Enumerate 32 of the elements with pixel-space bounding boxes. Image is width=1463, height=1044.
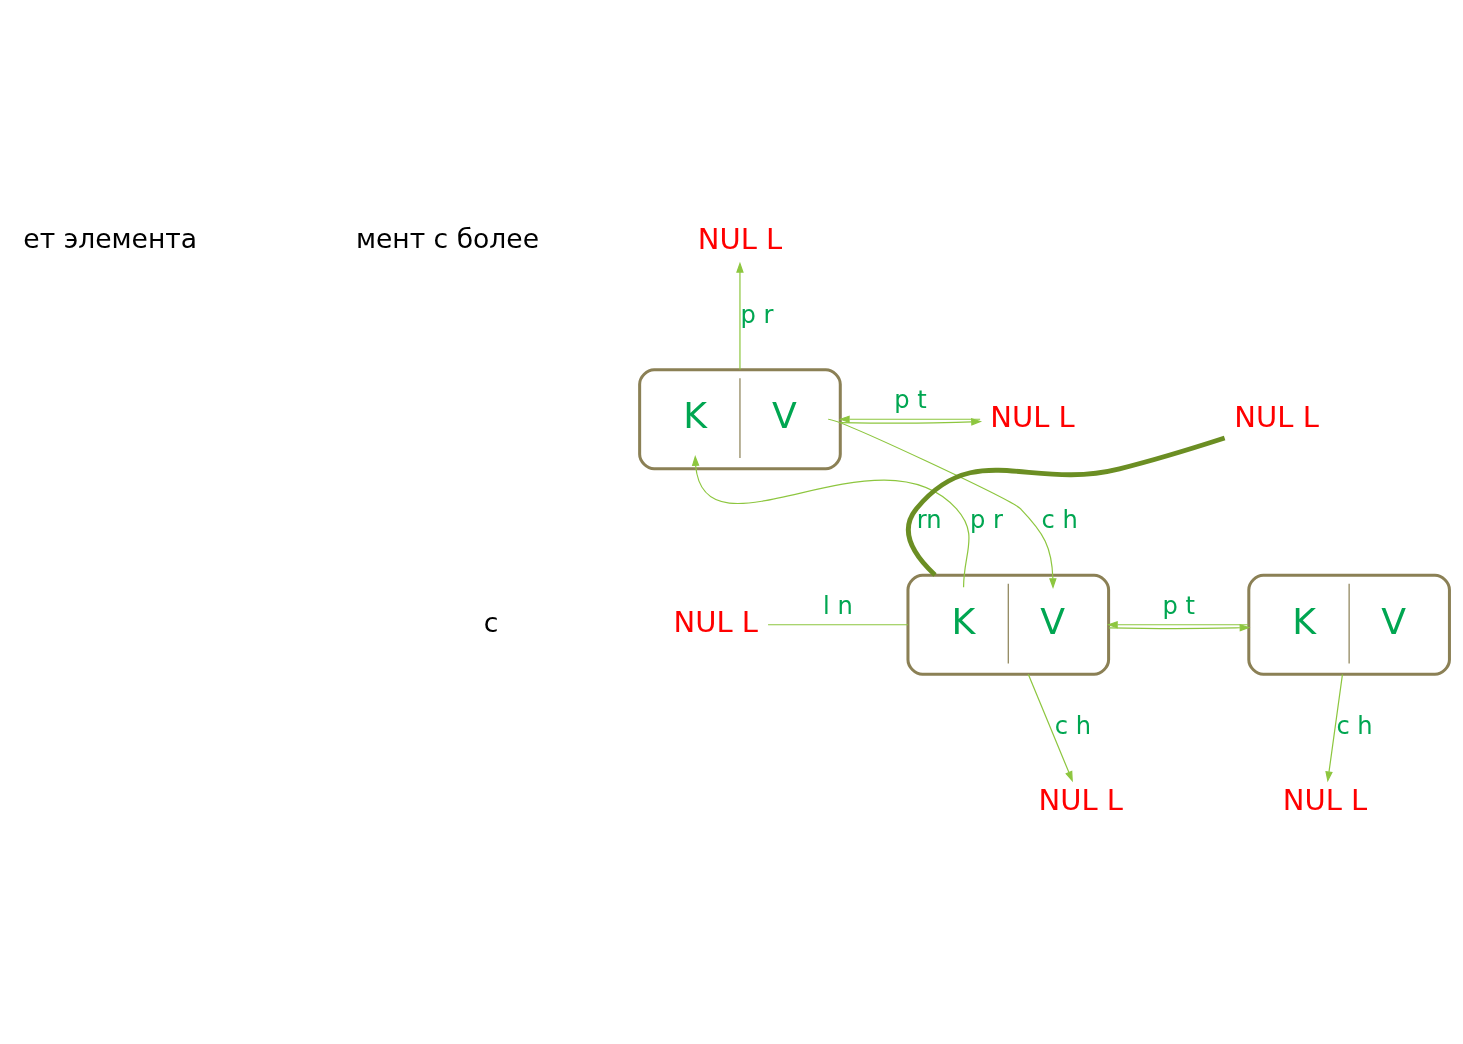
edge-label: p t: [894, 386, 927, 415]
edge-label: c h: [1336, 711, 1373, 740]
arrow: [691, 454, 970, 588]
node-text: NUL L: [1038, 782, 1124, 817]
label: мент с более: [355, 223, 540, 255]
node-text: NUL L: [673, 605, 759, 640]
edge-label: c h: [1054, 711, 1092, 740]
arrow: [1106, 620, 1249, 629]
label: с: [483, 606, 499, 638]
arrow: [1108, 623, 1251, 632]
node-text: NUL L: [1282, 782, 1368, 817]
arrow: [827, 418, 1057, 590]
arrow: [736, 261, 744, 371]
node-box: K V: [638, 368, 842, 471]
arrow: [839, 418, 983, 426]
node-text: NUL L: [990, 399, 1075, 434]
node-text: NUL L: [1234, 399, 1319, 434]
arrow: [838, 415, 981, 424]
edge-label: p t: [1162, 591, 1195, 620]
node-text: NUL L: [697, 222, 783, 257]
connector: [767, 624, 909, 626]
connector: [906, 435, 1226, 577]
label: ет элемента: [23, 223, 198, 255]
node-box: K V: [906, 573, 1111, 676]
arrow: [1325, 673, 1344, 783]
node-box: K V: [1247, 573, 1451, 676]
edge-label: rn: [916, 506, 942, 535]
edge-label: l n: [823, 591, 853, 620]
edge-label: p r: [970, 506, 1003, 535]
arrow: [1027, 673, 1073, 783]
edge-label: p r: [740, 300, 774, 329]
edge-label: c h: [1041, 506, 1078, 535]
